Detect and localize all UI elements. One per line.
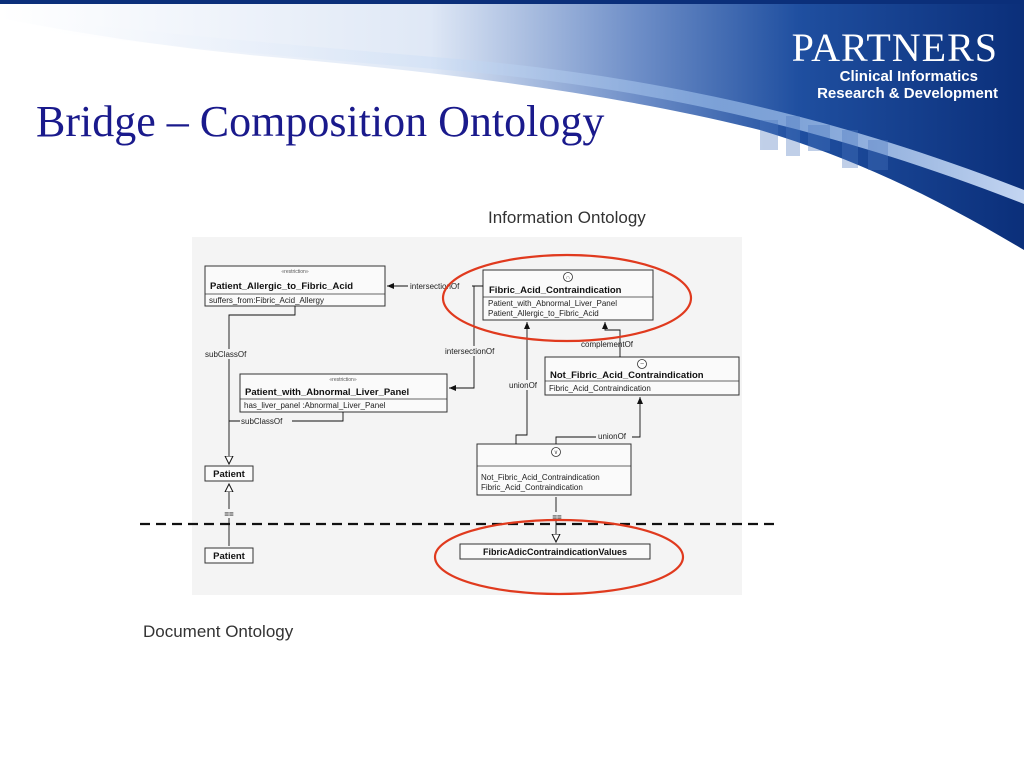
edge-label: subClassOf [205,350,247,359]
class-name: Patient_with_Abnormal_Liver_Panel [245,387,409,398]
class-attribute: has_liver_panel :Abnormal_Liver_Panel [244,401,386,410]
document-ontology-label: Document Ontology [143,622,294,641]
class-name: Patient_Allergic_to_Fibric_Acid [210,281,353,292]
class-patient-information: Patient [204,465,254,482]
union-symbol: ∨ [554,450,558,456]
edge-union-2: unionOf [555,397,643,444]
highlight-ellipse-contraindication [441,253,693,343]
edge-complement: complementOf [581,322,634,357]
highlight-ellipse-values [433,518,685,596]
edge-intersection-2: intersectionOf [443,286,505,391]
edge-label: intersectionOf [410,282,460,291]
complement-symbol: − [640,361,644,368]
intersection-symbol: ∩ [566,275,570,281]
edge-label: unionOf [509,381,538,390]
class-attribute: Not_Fibric_Acid_Contraindication [481,473,600,482]
class-patient-document: Patient [204,547,254,564]
class-not-fibric-acid-contraindication: − Not_Fibric_Acid_Contraindication Fibri… [544,356,740,396]
edge-label: unionOf [598,432,627,441]
class-patient-allergic-to-fibric-acid: «restriction» Patient_Allergic_to_Fibric… [204,265,386,307]
class-name: Not_Fibric_Acid_Contraindication [550,370,704,381]
logo-wordmark: PARTNERS [791,25,998,70]
logo-line-2: Research & Development [817,85,998,102]
edge-label: == [552,513,562,522]
edge-label: subClassOf [241,417,283,426]
edge-union-1: unionOf [507,322,543,444]
information-ontology-label: Information Ontology [488,208,646,227]
class-attribute: Fibric_Acid_Contraindication [549,384,651,393]
partners-logo: PARTNERS Clinical Informatics Research &… [791,25,998,103]
class-name: Patient [213,551,246,562]
class-attribute: Patient_with_Abnormal_Liver_Panel [488,299,617,308]
class-name: Patient [213,469,246,480]
logo-line-1: Clinical Informatics [839,68,978,85]
stereotype-label: «restriction» [329,377,356,383]
edge-label: == [224,510,234,519]
edge-equivalence-1: == [220,484,238,546]
edge-subclass-1: subClassOf [203,306,296,464]
class-name: FibricAdicContraindicationValues [483,547,627,557]
class-patient-with-abnormal-liver-panel: «restriction» Patient_with_Abnormal_Live… [239,373,448,413]
class-union-anonymous: ∨ Not_Fibric_Acid_Contraindication Fibri… [476,443,632,496]
slide-title: Bridge – Composition Ontology [36,97,605,146]
stereotype-label: «restriction» [281,269,308,275]
edge-label: complementOf [581,340,634,349]
class-fibric-contraindication-values: FibricAdicContraindicationValues [459,543,651,560]
edge-intersection-1: intersectionOf [387,281,483,291]
header-banner [0,0,1024,250]
edge-subclass-2: subClassOf [229,412,344,426]
edge-label: intersectionOf [445,347,495,356]
class-attribute: suffers_from:Fibric_Acid_Allergy [209,296,324,305]
class-name: Fibric_Acid_Contraindication [489,285,622,296]
class-attribute: Patient_Allergic_to_Fibric_Acid [488,309,599,318]
class-attribute: Fibric_Acid_Contraindication [481,483,583,492]
class-fibric-acid-contraindication: ∩ Fibric_Acid_Contraindication Patient_w… [482,269,654,321]
